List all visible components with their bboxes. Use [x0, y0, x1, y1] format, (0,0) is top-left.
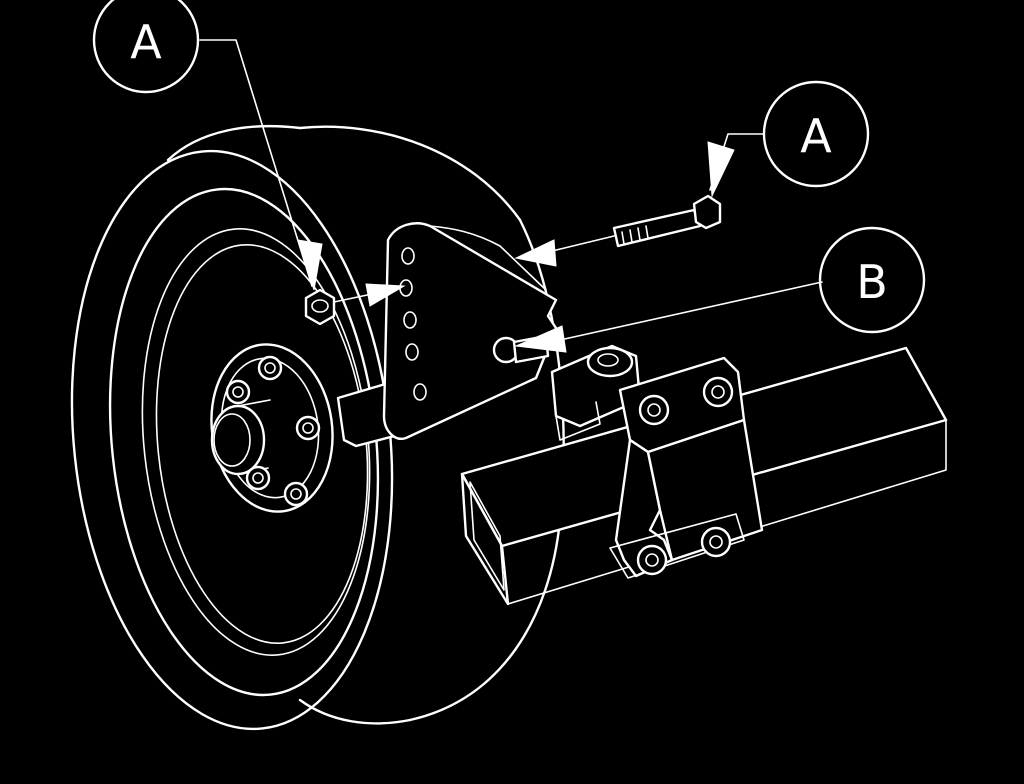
- plate-hole: [401, 247, 415, 265]
- clamp-nut: [700, 526, 732, 558]
- lug-nut: [225, 379, 251, 405]
- plate-hole: [403, 311, 417, 329]
- callout-b: B: [818, 226, 926, 334]
- clamp-nut: [702, 376, 734, 408]
- plate-hole: [413, 383, 427, 401]
- plate-hole: [405, 343, 419, 361]
- mounting-plate: [382, 222, 558, 440]
- u-bolt-clamp: [609, 356, 764, 579]
- nut-a: [304, 288, 336, 326]
- callout-a-top: A: [92, 0, 200, 94]
- hub: [210, 343, 334, 513]
- callout-b-letter: B: [856, 255, 888, 309]
- lug-nut: [257, 355, 283, 381]
- leader-lines: [199, 39, 823, 353]
- callout-a-right: A: [762, 80, 870, 188]
- lug-nut: [295, 415, 321, 441]
- bolt-a: [612, 194, 722, 248]
- callout-a-top-letter: A: [130, 15, 162, 69]
- lug-nut: [283, 481, 309, 507]
- clamp-nut: [636, 544, 668, 576]
- clamp-nut: [638, 394, 670, 426]
- lug-nut: [245, 465, 271, 491]
- callout-a-right-letter: A: [800, 109, 832, 163]
